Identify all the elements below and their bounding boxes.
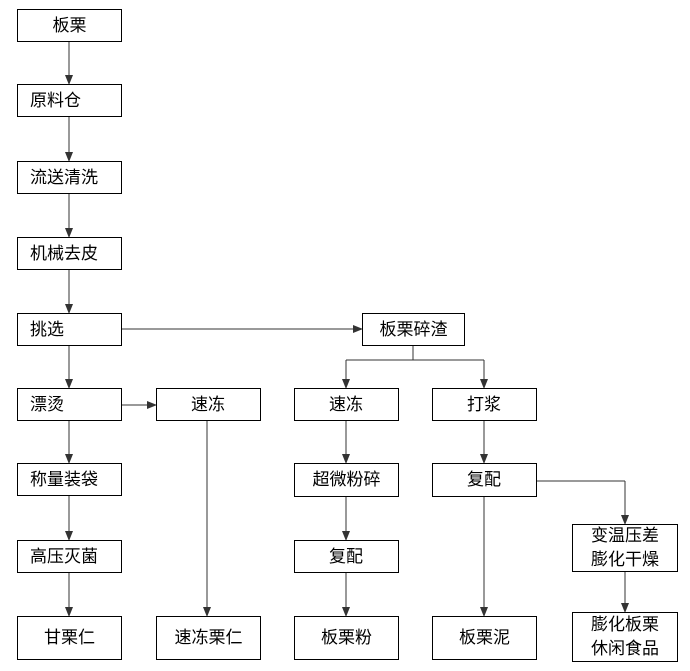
node-banlini: 板栗泥 xyxy=(432,616,537,660)
node-yuanliaocang: 原料仓 xyxy=(17,84,122,117)
node-sudong-1: 速冻 xyxy=(156,388,261,421)
node-fupei-1: 复配 xyxy=(294,540,399,573)
node-pengxiuxian: 膨化板栗 休闲食品 xyxy=(572,612,678,662)
node-sudong-2: 速冻 xyxy=(294,388,399,421)
node-banlifen: 板栗粉 xyxy=(294,616,399,660)
node-tiaoxuan: 挑选 xyxy=(17,313,122,346)
node-banli: 板栗 xyxy=(17,9,122,42)
node-dajiang: 打浆 xyxy=(432,388,537,421)
node-banlisuizha: 板栗碎渣 xyxy=(362,313,465,346)
node-chengliangzhuangdai: 称量装袋 xyxy=(17,463,122,496)
node-ganliren: 甘栗仁 xyxy=(17,616,122,660)
node-bianwenyacha: 变温压差 膨化干燥 xyxy=(572,524,678,572)
node-fupei-2: 复配 xyxy=(432,463,537,497)
node-liusongqingxi: 流送清洗 xyxy=(17,161,122,194)
node-gaoyamiejun: 高压灭菌 xyxy=(17,540,122,573)
node-piaotang: 漂烫 xyxy=(17,388,122,421)
node-chaoweifensui: 超微粉碎 xyxy=(294,463,399,497)
node-sudongliren: 速冻栗仁 xyxy=(156,616,261,660)
node-jixiequpi: 机械去皮 xyxy=(17,237,122,270)
